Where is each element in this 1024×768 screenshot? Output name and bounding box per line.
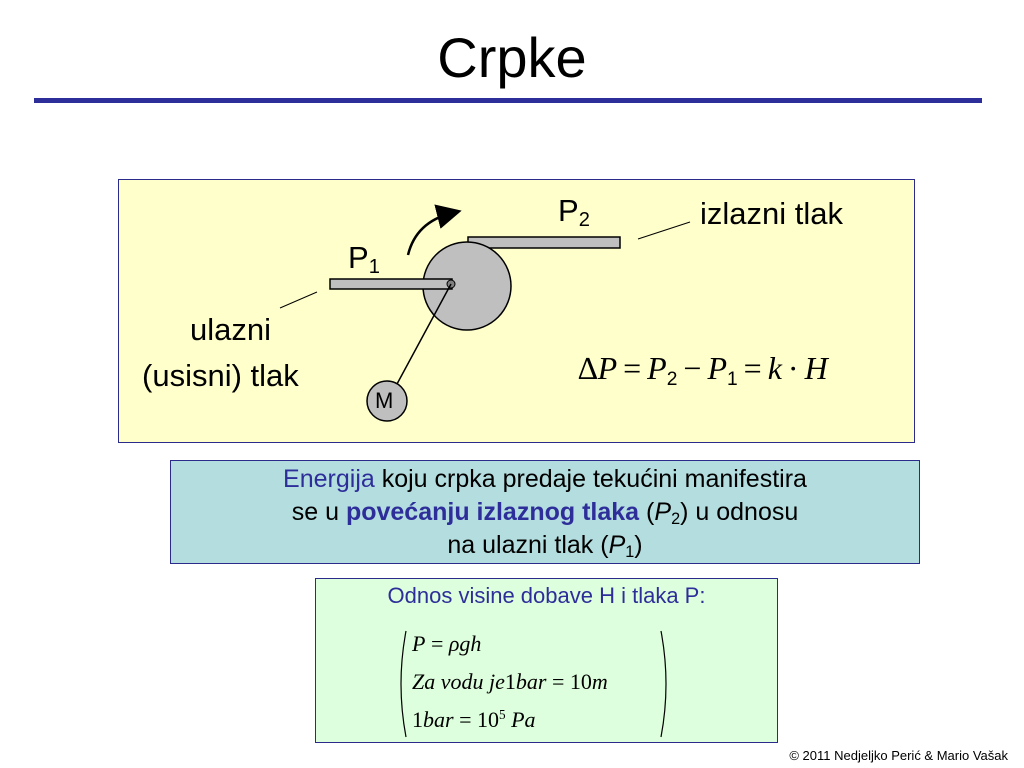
rel2-eq: = 10 xyxy=(546,669,592,694)
relation-line-1: P = ρgh xyxy=(412,631,481,657)
inlet-leader-line xyxy=(279,291,318,309)
p1-subscript: 1 xyxy=(368,256,380,279)
formula-delta: ∆ xyxy=(578,350,598,386)
head-pressure-relation-box: Odnos visine dobave H i tlaka P: P = ρgh… xyxy=(315,578,778,743)
rel2-text: Za vodu je xyxy=(412,669,505,694)
formula-eq2: = xyxy=(743,350,762,386)
p2-letter: P xyxy=(558,193,579,228)
formula-h: H xyxy=(804,350,828,386)
copyright-footer: © 2011 Nedjeljko Perić & Mario Vašak xyxy=(789,748,1008,763)
info-p1-letter: P xyxy=(608,531,626,559)
info-text-1: koju crpka predaje tekućini manifestira xyxy=(374,465,807,493)
rotation-arrow xyxy=(406,204,462,256)
inlet-label-line2: (usisni) tlak xyxy=(142,358,299,393)
rel3-pa: Pa xyxy=(505,707,536,732)
p2-subscript: 2 xyxy=(578,209,590,232)
motor-label: M xyxy=(375,388,394,413)
formula-dot: · xyxy=(787,350,799,386)
rel3-eq: = 10 xyxy=(453,707,499,732)
info-p1-sub: 1 xyxy=(625,543,635,562)
title-divider xyxy=(34,98,982,103)
rel2-bar: bar xyxy=(515,669,547,694)
left-bracket xyxy=(400,630,407,738)
rel3-bar: bar xyxy=(423,707,454,732)
motor-circle xyxy=(366,380,408,422)
info-text-4: ) u odnosu xyxy=(680,498,799,526)
pump-diagram-panel xyxy=(118,179,915,443)
rel3-one: 1 xyxy=(412,707,423,732)
rel1-rhogh: ρgh xyxy=(448,631,482,656)
pressure-formula: ∆P=P2−P1=k·H xyxy=(578,350,828,389)
info-text-2: se u xyxy=(291,498,346,526)
info-keyword-energy: Energija xyxy=(283,465,375,493)
info-line-2: se u povećanju izlaznog tlaka (P2) u odn… xyxy=(171,496,919,529)
right-bracket xyxy=(660,630,667,738)
inlet-label-line1: ulazni xyxy=(190,312,271,347)
info-text-6: ) xyxy=(634,531,643,559)
relation-equations: P = ρgh Za vodu je1bar = 10m 1bar = 105 … xyxy=(396,629,671,739)
energy-info-box: Energija koju crpka predaje tekućini man… xyxy=(170,460,920,564)
info-p2-sub: 2 xyxy=(671,510,681,529)
relation-brackets xyxy=(400,630,667,738)
rel2-one: 1 xyxy=(504,669,516,694)
inlet-pipe xyxy=(329,278,453,290)
rel2-m: m xyxy=(591,669,608,694)
relation-line-2: Za vodu je1bar = 10m xyxy=(412,669,608,695)
page-title: Crpke xyxy=(437,26,587,89)
outlet-pressure-label: izlazni tlak xyxy=(700,196,843,231)
formula-p1-sub: 1 xyxy=(726,368,738,390)
formula-k: k xyxy=(767,350,782,386)
formula-p1: P xyxy=(707,350,727,386)
formula-p2: P xyxy=(647,350,667,386)
formula-eq1: = xyxy=(623,350,642,386)
formula-p2-sub: 2 xyxy=(666,368,678,390)
relation-title: Odnos visine dobave H i tlaka P: xyxy=(387,583,706,608)
formula-minus: − xyxy=(683,350,702,386)
rel1-p: P xyxy=(412,631,426,656)
info-line-3: na ulazni tlak (P1) xyxy=(171,529,919,562)
relation-line-3: 1bar = 105 Pa xyxy=(412,707,536,733)
info-keyword-increase: povećanju izlaznog tlaka xyxy=(345,498,640,526)
rel1-eq: = xyxy=(425,631,449,656)
info-text-3: ( xyxy=(639,498,655,526)
p2-label: P2 xyxy=(558,193,590,232)
info-text-5: na ulazni tlak ( xyxy=(447,531,609,559)
p1-label: P1 xyxy=(348,240,380,279)
p1-letter: P xyxy=(348,240,369,275)
outlet-leader-line xyxy=(637,221,691,240)
info-line-1: Energija koju crpka predaje tekućini man… xyxy=(171,463,919,496)
info-p2-letter: P xyxy=(654,498,672,526)
rel3-exp: 5 xyxy=(498,707,506,723)
formula-p: P xyxy=(597,350,618,386)
outlet-pipe xyxy=(467,236,621,249)
motor-shaft xyxy=(396,283,452,385)
